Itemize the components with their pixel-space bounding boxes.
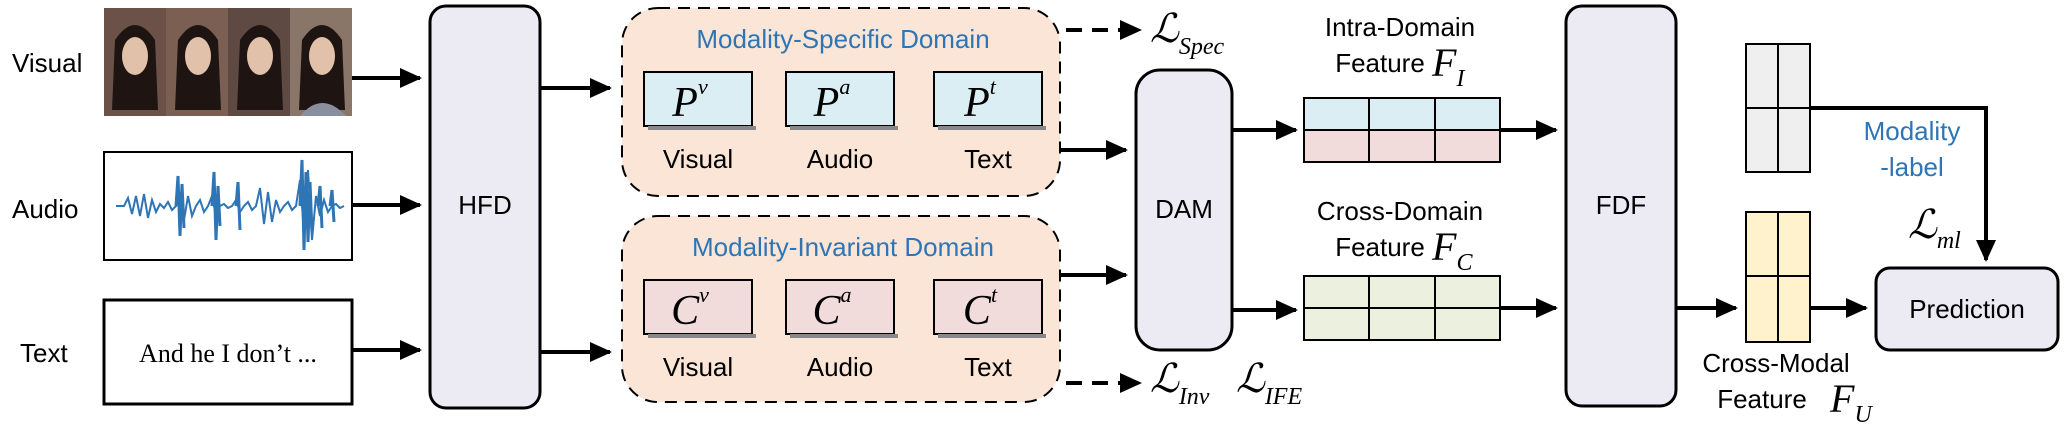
intra-feature-line1: Intra-Domain bbox=[1325, 12, 1475, 42]
fdf-label: FDF bbox=[1596, 190, 1647, 220]
intra-feature-line2: Feature bbox=[1335, 48, 1425, 78]
arrow-label-to-prediction bbox=[1810, 106, 1996, 262]
modality-label-line1: Modality bbox=[1864, 116, 1961, 146]
visual-frames-image bbox=[104, 8, 352, 116]
invariant-domain-title: Modality-Invariant Domain bbox=[692, 232, 994, 262]
text-sample: And he I don’t ... bbox=[139, 339, 317, 368]
p-text-box: Pt bbox=[933, 71, 1046, 130]
c-audio-label: Audio bbox=[807, 352, 874, 382]
p-audio-label: Audio bbox=[807, 144, 874, 174]
cross-modal-line1: Cross-Modal bbox=[1702, 348, 1849, 378]
audio-input-label: Audio bbox=[12, 194, 79, 224]
cross-feature-grid bbox=[1303, 275, 1501, 341]
text-input-label: Text bbox=[20, 338, 68, 368]
c-visual-box: Cv bbox=[643, 279, 756, 338]
hfd-label: HFD bbox=[458, 190, 511, 220]
modality-label-line2: -label bbox=[1880, 152, 1944, 182]
svg-text:Ca: Ca bbox=[812, 282, 851, 334]
cross-feature-line2: Feature bbox=[1335, 232, 1425, 262]
specific-domain-title: Modality-Specific Domain bbox=[696, 24, 989, 54]
cross-modal-symbol: FU bbox=[1829, 376, 1873, 427]
cross-modal-feature-grid bbox=[1745, 211, 1811, 343]
dam-label: DAM bbox=[1155, 194, 1213, 224]
c-text-label: Text bbox=[964, 352, 1012, 382]
ml-loss: ℒml bbox=[1908, 202, 1961, 254]
svg-text:Ct: Ct bbox=[963, 282, 998, 334]
cross-modal-line2: Feature bbox=[1717, 384, 1807, 414]
svg-text:Cv: Cv bbox=[671, 282, 709, 334]
prediction-label: Prediction bbox=[1909, 294, 2025, 324]
dam-module bbox=[1134, 68, 1234, 352]
svg-text:Pv: Pv bbox=[671, 74, 708, 126]
p-visual-label: Visual bbox=[663, 144, 733, 174]
svg-text:Pa: Pa bbox=[813, 74, 851, 126]
modality-label-grid bbox=[1745, 43, 1811, 173]
intra-feature-symbol: FI bbox=[1431, 40, 1465, 92]
intra-feature-grid bbox=[1303, 97, 1501, 163]
cross-feature-symbol: FC bbox=[1431, 224, 1473, 276]
cross-feature-line1: Cross-Domain bbox=[1317, 196, 1483, 226]
fdf-module bbox=[1564, 4, 1678, 408]
p-audio-box: Pa bbox=[785, 71, 898, 130]
ife-loss: ℒIFE bbox=[1236, 356, 1302, 410]
visual-input-label: Visual bbox=[12, 48, 82, 78]
hfd-module bbox=[428, 4, 542, 410]
c-visual-label: Visual bbox=[663, 352, 733, 382]
svg-text:Pt: Pt bbox=[963, 74, 997, 126]
c-text-box: Ct bbox=[933, 279, 1046, 338]
prediction-module bbox=[1874, 266, 2060, 352]
c-audio-box: Ca bbox=[785, 279, 898, 338]
p-text-label: Text bbox=[964, 144, 1012, 174]
spec-loss: ℒSpec bbox=[1150, 6, 1224, 60]
p-visual-box: Pv bbox=[643, 71, 756, 130]
inv-loss: ℒInv bbox=[1150, 356, 1210, 410]
